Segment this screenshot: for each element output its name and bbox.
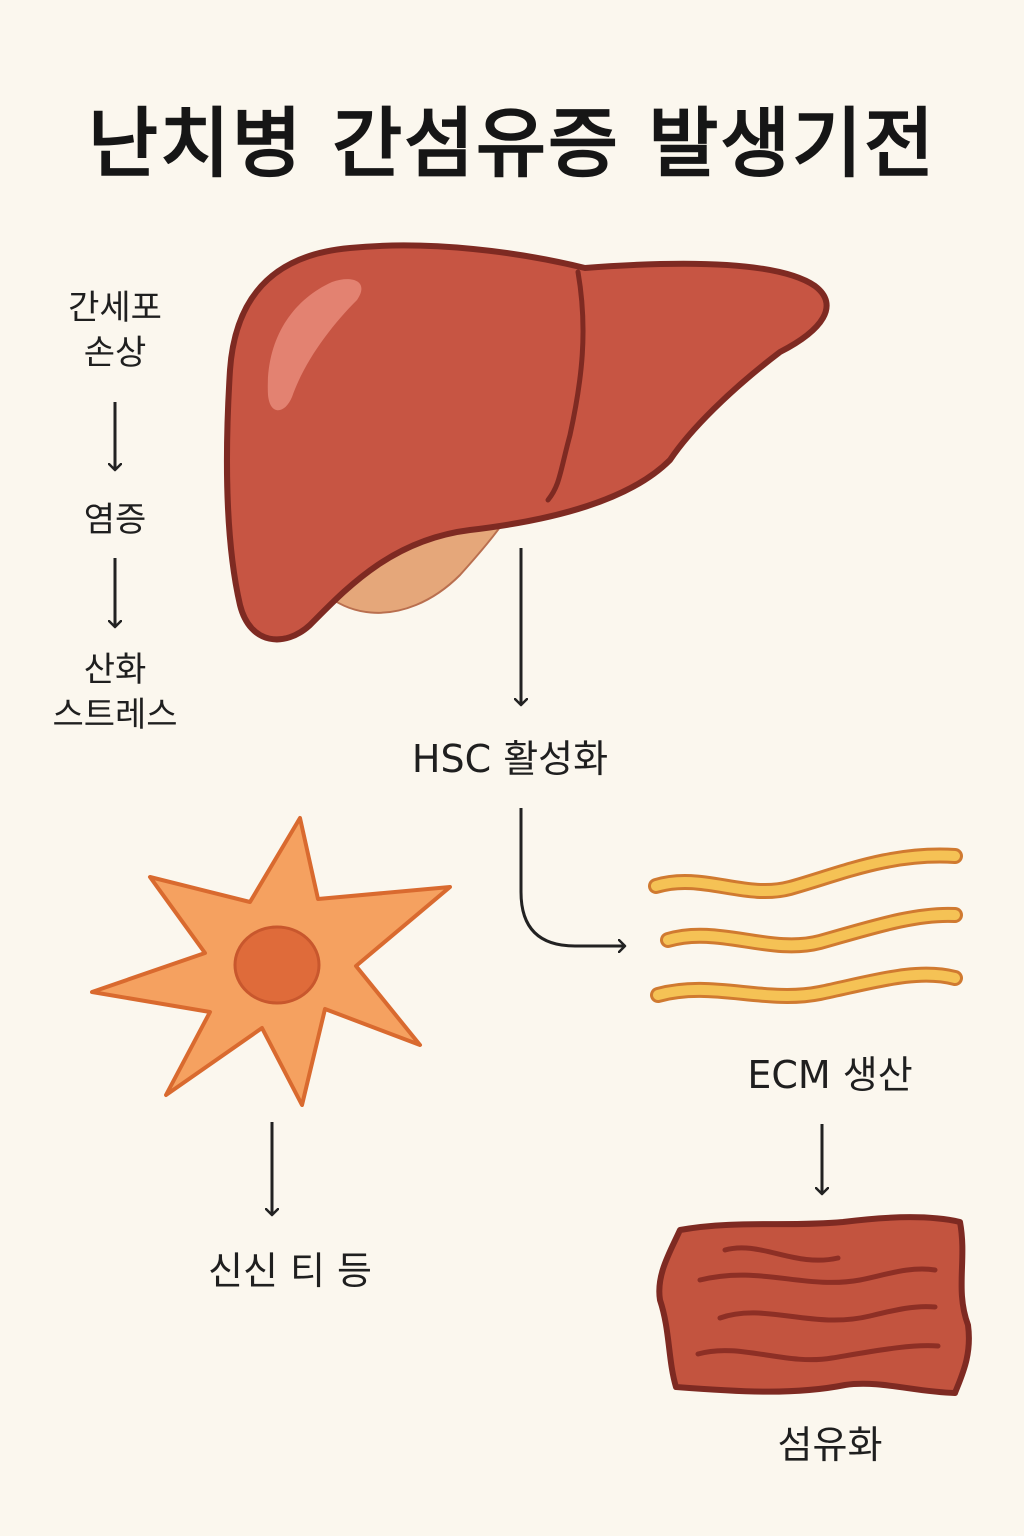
- stellate-nucleus: [233, 925, 321, 1005]
- ecm-production-label: ECM 생산: [747, 1053, 913, 1097]
- left-step-inflammation: 염증: [83, 500, 147, 540]
- fibrotic-streak-4: [695, 1343, 941, 1363]
- fibrosis-label: 섬유화: [777, 1423, 883, 1467]
- fibrotic-streak-1: [722, 1245, 841, 1263]
- liver-icon: [224, 242, 830, 643]
- liver-lobe-divider: [545, 269, 586, 503]
- stellate-cell-icon: [90, 816, 452, 1107]
- hsc-activation-label: HSC 활성화: [411, 737, 609, 781]
- ecm-fibers-icon: [648, 847, 963, 1004]
- ecm-fiber-3-inner: [653, 969, 960, 1001]
- left-step-hepatocyte-injury: 간세포 손상: [30, 286, 200, 376]
- fibrotic-tissue-icon: [656, 1214, 972, 1396]
- liver-highlight: [267, 279, 362, 411]
- ecm-fiber-2-inner: [663, 909, 960, 951]
- page-title: 난치병 간섬유증 발생기전: [87, 99, 937, 188]
- left-step-oxidative-stress-line1: 산화: [83, 650, 147, 690]
- left-step-oxidative-stress: 산화 스트레스: [20, 648, 210, 738]
- left-step-oxidative-stress-line2: 스트레스: [52, 694, 178, 735]
- fibrotic-streak-3: [717, 1304, 938, 1323]
- ecm-fiber-1-inner: [651, 850, 960, 896]
- left-step-hepatocyte-injury-line2: 손상: [83, 332, 147, 373]
- left-step-hepatocyte-injury-line1: 간세포: [68, 288, 162, 328]
- hsc-to-ecm-arrow: [519, 808, 625, 946]
- liver-body: [224, 242, 830, 643]
- fibrotic-streak-2: [697, 1266, 938, 1285]
- bottom-left-label: 신신 티 등: [208, 1249, 372, 1293]
